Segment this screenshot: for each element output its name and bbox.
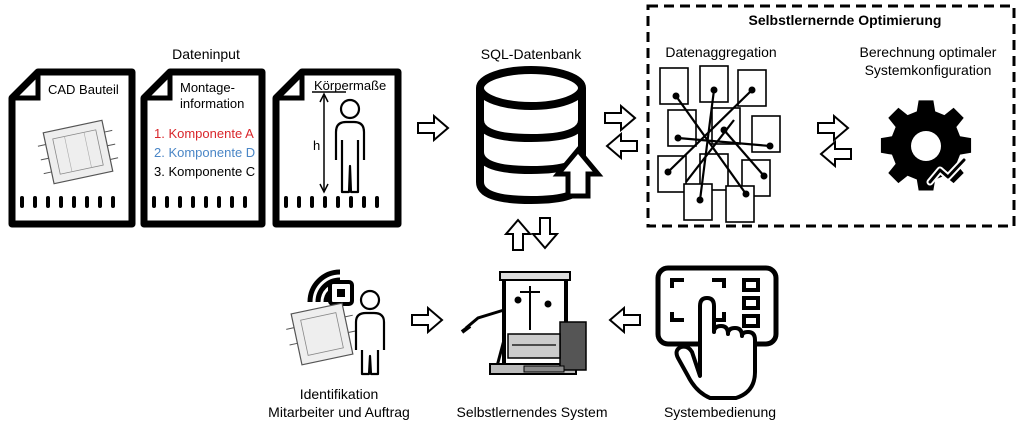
height-symbol: h [313, 138, 321, 153]
component-d-label: 2. Komponente D [154, 145, 256, 160]
data-input-title: Dateninput [172, 46, 240, 62]
data-aggregation-icon [657, 65, 781, 223]
arrow-operation-to-system [609, 307, 641, 333]
worker-icon [354, 289, 386, 376]
aggregation-label: Datenaggregation [665, 44, 777, 60]
system-label: Selbstlernendes System [456, 404, 608, 420]
arrows-db-optimization [604, 105, 638, 159]
body-measurement-label: Körpermaße [314, 78, 387, 93]
identification-label-line1: Identifikation [299, 386, 379, 402]
arrow-input-to-db [417, 115, 449, 141]
person-icon [334, 98, 366, 194]
identification-label-line2: Mitarbeiter und Auftrag [268, 404, 410, 420]
cad-part-label: CAD Bauteil [48, 82, 119, 97]
montage-document-icon [140, 68, 266, 228]
database-label: SQL-Datenbank [480, 46, 582, 62]
calculation-label-line2: Systemkonfiguration [864, 62, 992, 78]
body-measurement-document-icon [272, 68, 402, 228]
hand-pointer-icon [674, 296, 757, 400]
database-icon [476, 66, 604, 205]
cad-document-icon [8, 68, 136, 228]
touch-panel-icon [655, 265, 779, 400]
optimization-title: Selbstlernernde Optimierung [748, 12, 942, 28]
operation-label: Systembedienung [663, 404, 777, 420]
gear-icon [880, 100, 972, 191]
identification-icon [286, 269, 386, 376]
arrows-aggregation-calculation [817, 115, 852, 167]
optimization-frame [646, 4, 1016, 228]
arrow-identification-to-system [411, 307, 443, 333]
arrows-db-system [505, 217, 558, 251]
upload-arrow-icon [552, 146, 604, 199]
cad-part-icon [37, 119, 119, 185]
calculation-label-line1: Berechnung optimaler [859, 44, 997, 60]
assembly-system-icon [460, 271, 587, 375]
montage-label-line1: Montage- [180, 80, 235, 95]
component-a-label: 1. Komponente A [154, 126, 254, 141]
part-icon [286, 302, 357, 366]
rfid-icon [307, 269, 354, 306]
montage-label-line2: information [180, 96, 245, 111]
component-c-label: 3. Komponente C [154, 164, 256, 179]
